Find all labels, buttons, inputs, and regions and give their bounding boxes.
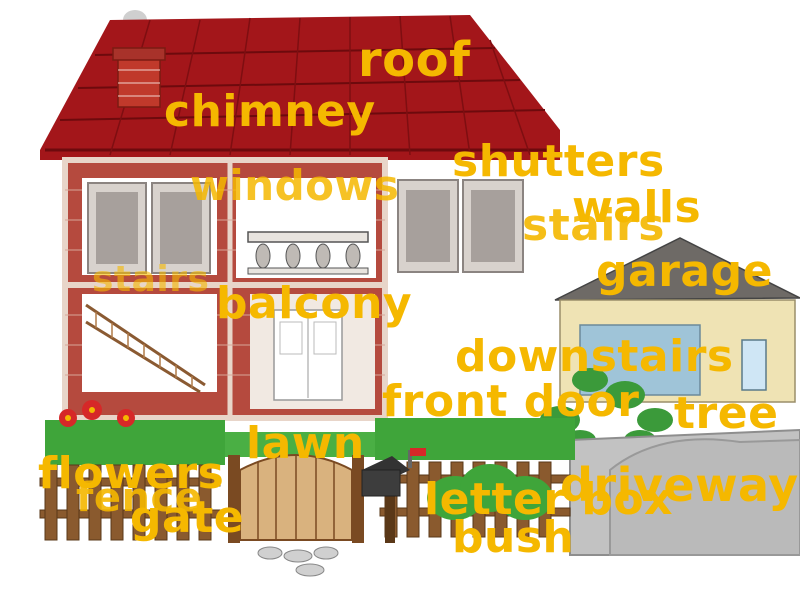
label-stairs-left: stairs — [92, 259, 210, 300]
flowers-shape — [59, 400, 135, 427]
label-shutters: shutters — [452, 136, 665, 187]
label-roof: roof — [358, 32, 471, 88]
label-balcony: balcony — [216, 278, 413, 329]
balcony-shape — [236, 178, 376, 278]
label-letter-box: letter box — [424, 474, 673, 525]
letter-box-shape — [361, 448, 426, 543]
label-garage: garage — [596, 246, 773, 297]
label-windows: windows — [190, 161, 400, 210]
front-door-shape — [250, 294, 375, 409]
label-stairs-upper: stairs — [522, 200, 665, 251]
label-fence: fence — [76, 475, 203, 521]
label-gate: gate — [130, 492, 245, 543]
upper-left-window — [82, 178, 217, 275]
stepping-stones — [257, 546, 339, 577]
lower-left-window — [82, 294, 217, 394]
garage-shape — [554, 237, 800, 403]
driveway-shape — [569, 428, 800, 556]
chimney-shape — [112, 47, 166, 108]
label-flowers: flowers — [38, 448, 225, 499]
label-lawn: lawn — [246, 418, 365, 469]
upper-right-window — [392, 162, 532, 282]
label-downstairs: downstairs — [455, 331, 734, 382]
label-bush: bush — [452, 512, 575, 563]
gate-shape — [228, 454, 364, 543]
label-chimney: chimney — [164, 86, 376, 137]
bush-shape — [427, 464, 553, 520]
label-tree: tree — [674, 388, 779, 439]
label-walls: walls — [572, 182, 702, 233]
label-front-door: front door — [382, 376, 640, 427]
label-driveway: driveway — [560, 458, 799, 512]
